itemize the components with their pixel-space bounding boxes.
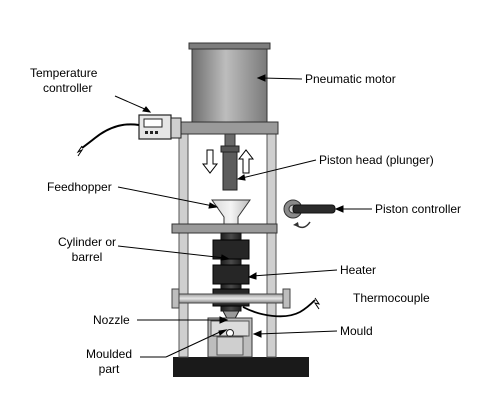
up-arrow-icon — [237, 149, 255, 174]
label-heater: Heater — [340, 263, 377, 277]
leader-lines — [114, 74, 372, 358]
piston-rod-collar — [220, 145, 240, 153]
label-temperature-controller-line-2: controller — [43, 81, 93, 95]
tie-bar — [174, 293, 288, 304]
label-thermocouple: Thermocouple — [353, 291, 430, 305]
piston-controller-handle — [292, 204, 336, 214]
top-plate — [180, 121, 279, 135]
label-mould: Mould — [340, 324, 373, 338]
label-pneumatic-motor: Pneumatic motor — [305, 72, 396, 86]
label-piston-controller: Piston controller — [375, 202, 462, 216]
pneumatic-motor — [191, 45, 268, 123]
label-nozzle: Nozzle — [93, 313, 130, 327]
piston-head — [222, 151, 238, 191]
label-cylinder-line-1: Cylinder or — [58, 235, 117, 249]
label-moulded-part-line-2: part — [98, 362, 120, 376]
label-feedhopper: Feedhopper — [47, 180, 112, 194]
frame-column-right — [266, 133, 277, 358]
heater-band-2 — [212, 264, 250, 285]
feed-hopper — [211, 199, 251, 225]
machine-base — [173, 357, 309, 377]
heater-band-1 — [212, 239, 250, 260]
down-arrow-icon — [201, 149, 219, 174]
label-moulded-part: Moulded part — [86, 347, 132, 377]
thermocouple-cable — [242, 299, 316, 318]
label-moulded-part-line-1: Moulded — [86, 347, 133, 361]
middle-plate — [171, 223, 278, 234]
label-temperature-controller-line-1: Temperature — [30, 66, 98, 80]
label-cylinder: Cylinder or barrel — [58, 235, 116, 265]
label-temperature-controller: Temperature controller — [30, 66, 97, 96]
frame-column-left — [178, 133, 189, 358]
label-cylinder-line-2: barrel — [71, 250, 103, 264]
controller-cable — [81, 123, 140, 149]
label-piston-head: Piston head (plunger) — [319, 153, 434, 167]
motor-top-cap — [188, 42, 271, 50]
moulded-part — [226, 329, 234, 337]
